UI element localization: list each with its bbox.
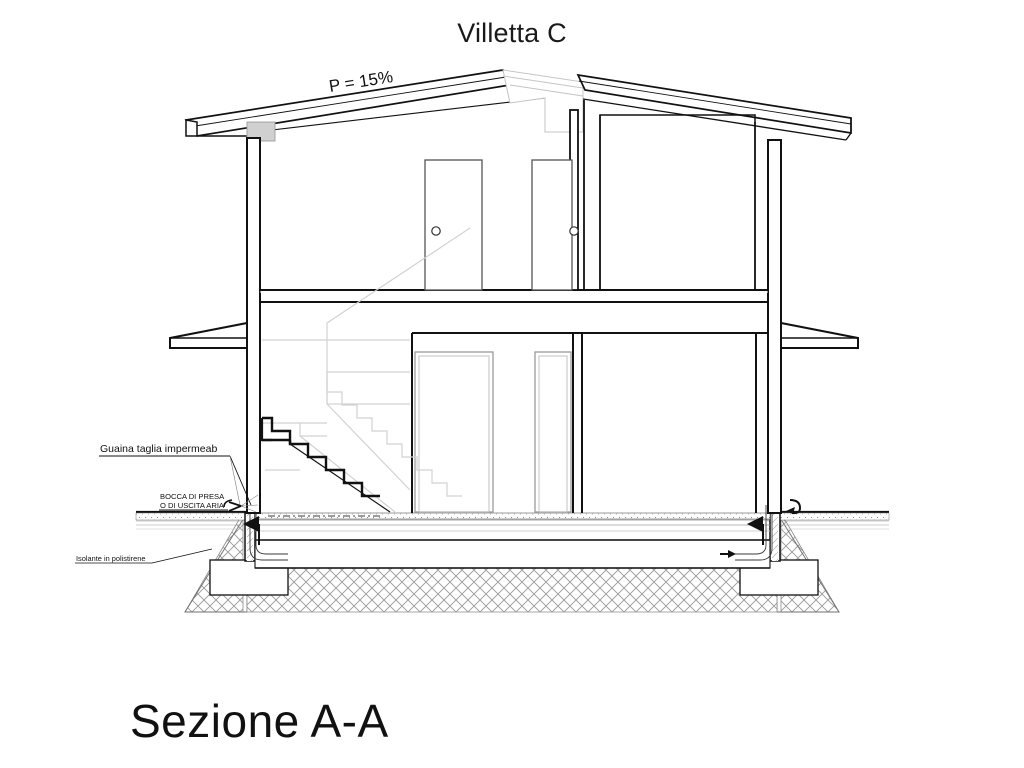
- duct-right-pipe-inner: [735, 505, 767, 555]
- staircase-elevation-light: [262, 227, 471, 513]
- roof-ceiling-right: [582, 98, 847, 141]
- paving-left: [135, 512, 258, 530]
- ridge-cap: [502, 69, 584, 133]
- roof-right-inner-line: [578, 80, 852, 125]
- crawlspace-void: [254, 539, 771, 569]
- ground-opening-left-inner: [418, 355, 490, 513]
- ground-opening-middle-inner: [538, 355, 568, 513]
- balcony-right: [780, 321, 859, 349]
- intermediate-floor-slab: [259, 289, 769, 303]
- door-handle-icon[interactable]: [569, 226, 579, 236]
- annotation-waterproof-membrane-text: Guaina taglia impermeab: [100, 443, 217, 455]
- annotation-leader-insulation: [151, 548, 213, 564]
- annotation-arrow-air-intake: [228, 501, 244, 512]
- intake-hook-right: [786, 507, 795, 514]
- ground-floor-slab: [254, 512, 771, 541]
- duct-right-horizontal-arrow: [728, 550, 736, 558]
- exterior-walls: [246, 137, 782, 514]
- stair-light-steps: [326, 378, 462, 497]
- balcony-slabs: [169, 321, 859, 349]
- annotation-leader-membrane: [229, 455, 252, 506]
- duct-right-pipe: [735, 505, 773, 561]
- staircase-section-bold: [260, 416, 391, 513]
- annotation-insulation-text: Isolante in polistirene: [76, 554, 145, 563]
- annotation-air-intake-line2: O DI USCITA ARIA: [160, 501, 225, 510]
- annotation-leader-membrane-2: [229, 455, 241, 506]
- stair-light-lower-landing: [299, 423, 327, 437]
- stair-light-stringer-upper: [326, 227, 471, 405]
- wall-right-exterior: [767, 139, 782, 514]
- ventilation-ducts: [223, 499, 802, 561]
- stair-light-diagonal-c: [299, 435, 396, 513]
- ground-floor-interior: [260, 301, 768, 513]
- annotation-waterproof-membrane: Guaina taglia impermeab: [99, 443, 252, 506]
- page-title: Villetta C: [457, 18, 567, 48]
- foundation-insulation-right: [772, 513, 778, 561]
- roof-left-inner-line: [188, 76, 507, 128]
- stair-light-landing: [326, 371, 410, 404]
- upper-door-2[interactable]: [531, 159, 579, 291]
- upper-floor-interior: [424, 100, 756, 291]
- duct-left-pipe: [249, 505, 288, 561]
- annotation-air-intake: BOCCA DI PRESA O DI USCITA ARIA: [159, 492, 259, 513]
- upper-door-1[interactable]: [424, 159, 483, 291]
- roof-fascia-left: [185, 119, 198, 137]
- roof-group: [184, 69, 852, 142]
- balcony-left: [169, 321, 248, 349]
- stair-bold-left-riser: [260, 418, 272, 442]
- wall-left-exterior: [246, 137, 261, 514]
- door-handle-icon[interactable]: [431, 226, 441, 236]
- ground-opening-left: [414, 351, 494, 513]
- duct-left-pipe-inner: [255, 505, 288, 555]
- annotation-air-intake-line1: BOCCA DI PRESA: [160, 492, 225, 501]
- ground-opening-middle: [534, 351, 572, 513]
- stair-bold-underside: [289, 443, 391, 513]
- roof-ceiling-left: [254, 97, 546, 133]
- upper-room-right: [599, 114, 756, 291]
- stair-bold-step-profile: [262, 416, 380, 498]
- drawing-caption: Sezione A-A: [130, 695, 389, 747]
- stair-light-diagonal-b: [326, 403, 411, 491]
- roof-fascia-right: [845, 118, 852, 141]
- annotation-insulation: Isolante in polistirene: [75, 548, 213, 564]
